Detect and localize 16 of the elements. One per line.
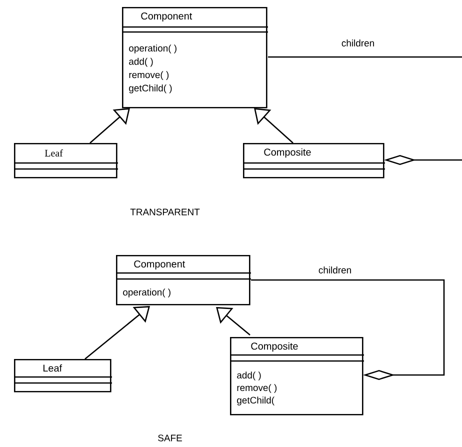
edge-label: children	[340, 38, 376, 48]
connector	[251, 279, 445, 380]
class-box: Component operation( )	[116, 254, 251, 306]
diagram-caption: SAFE	[158, 434, 182, 442]
class-box: Leaf	[14, 359, 112, 392]
edge-label: children	[317, 266, 353, 274]
connector	[216, 307, 250, 336]
diagram-caption: TRANSPARENT	[130, 208, 200, 216]
connector	[90, 108, 130, 144]
connector	[254, 108, 294, 144]
connector	[268, 56, 462, 58]
class-box: Component operation( ) add( ) remove( ) getChild( )	[122, 7, 268, 108]
class-box: Leaf	[14, 143, 118, 178]
connector	[84, 306, 150, 360]
class-box: Composite add( ) remove( ) getChild(	[230, 337, 364, 416]
class-box: Composite	[243, 143, 385, 178]
